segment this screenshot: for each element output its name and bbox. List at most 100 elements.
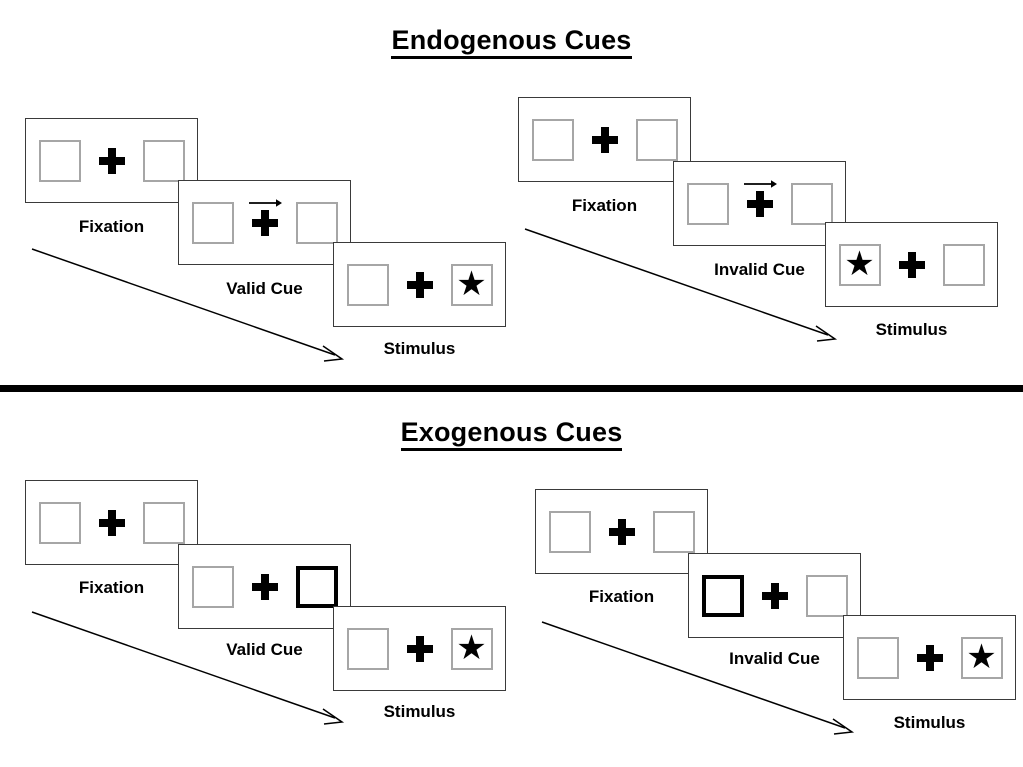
fixation-cross-icon bbox=[98, 509, 125, 536]
panel-content: ★ bbox=[346, 262, 493, 308]
panel-content bbox=[531, 117, 678, 163]
fixation-cross-icon bbox=[98, 147, 125, 174]
section-endogenous: Endogenous Cues Fixation bbox=[0, 25, 1023, 362]
section-title-exogenous: Exogenous Cues bbox=[0, 417, 1023, 451]
right-box bbox=[790, 182, 833, 225]
fixation-cross-icon bbox=[746, 190, 773, 217]
fixation-wrap bbox=[758, 573, 792, 619]
fixation-wrap bbox=[248, 198, 282, 246]
panel-fixation[interactable] bbox=[518, 97, 691, 182]
fixation-wrap bbox=[95, 500, 129, 546]
panel-content bbox=[38, 138, 185, 184]
arrow-right-cue-icon bbox=[743, 179, 777, 188]
section-title-exogenous-text: Exogenous Cues bbox=[400, 417, 623, 451]
section-title-endogenous: Endogenous Cues bbox=[0, 25, 1023, 59]
panel-label-fixation: Fixation bbox=[78, 217, 145, 236]
left-box bbox=[191, 565, 234, 608]
panel-label-invalid-cue: Invalid Cue bbox=[714, 260, 805, 279]
fixation-cross-icon bbox=[251, 573, 278, 600]
panel-content: ★ bbox=[856, 635, 1003, 681]
left-box-highlighted bbox=[701, 574, 744, 617]
right-box: ★ bbox=[450, 627, 493, 670]
fixation-wrap bbox=[248, 564, 282, 610]
panel-fixation[interactable] bbox=[535, 489, 708, 574]
right-box: ★ bbox=[960, 636, 1003, 679]
right-box bbox=[805, 574, 848, 617]
panel-content: ★ bbox=[346, 626, 493, 672]
panel-label-stimulus: Stimulus bbox=[383, 702, 456, 721]
right-box-highlighted bbox=[295, 565, 338, 608]
right-box: ★ bbox=[450, 263, 493, 306]
fixation-wrap bbox=[895, 242, 929, 288]
panel-content bbox=[686, 179, 833, 227]
panel-stimulus[interactable]: ★ bbox=[333, 606, 506, 691]
fixation-cross-icon bbox=[916, 644, 943, 671]
left-box bbox=[686, 182, 729, 225]
fixation-cross-icon bbox=[406, 271, 433, 298]
right-box bbox=[942, 243, 985, 286]
right-box bbox=[635, 118, 678, 161]
left-box bbox=[346, 627, 389, 670]
star-icon: ★ bbox=[456, 628, 487, 667]
panel-invalid-cue[interactable] bbox=[673, 161, 846, 246]
fixation-wrap bbox=[95, 138, 129, 184]
panel-content bbox=[701, 573, 848, 619]
panel-valid-cue[interactable] bbox=[178, 180, 351, 265]
fixation-wrap bbox=[743, 179, 777, 227]
time-flow-arrow bbox=[524, 228, 838, 342]
panel-stimulus[interactable]: ★ bbox=[333, 242, 506, 327]
fixation-wrap bbox=[588, 117, 622, 163]
time-flow-arrow bbox=[31, 248, 345, 362]
left-box bbox=[531, 118, 574, 161]
section-title-endogenous-text: Endogenous Cues bbox=[391, 25, 632, 59]
panel-content: ★ bbox=[838, 242, 985, 288]
time-flow-arrow bbox=[541, 621, 855, 735]
panel-content bbox=[548, 509, 695, 555]
left-box bbox=[548, 510, 591, 553]
panel-fixation[interactable] bbox=[25, 480, 198, 565]
panel-label-valid-cue: Valid Cue bbox=[226, 279, 303, 298]
panel-valid-cue[interactable] bbox=[178, 544, 351, 629]
fixation-cross-icon bbox=[761, 582, 788, 609]
right-box bbox=[142, 501, 185, 544]
panel-invalid-cue[interactable] bbox=[688, 553, 861, 638]
panel-stimulus[interactable]: ★ bbox=[825, 222, 998, 307]
star-icon: ★ bbox=[456, 264, 487, 303]
panel-label-stimulus: Stimulus bbox=[875, 320, 948, 339]
time-flow-arrow bbox=[31, 611, 345, 725]
fixation-wrap bbox=[403, 262, 437, 308]
panel-content bbox=[191, 198, 338, 246]
fixation-wrap bbox=[913, 635, 947, 681]
arrow-right-cue-icon bbox=[248, 198, 282, 207]
fixation-wrap bbox=[605, 509, 639, 555]
fixation-cross-icon bbox=[608, 518, 635, 545]
fixation-cross-icon bbox=[251, 209, 278, 236]
panel-fixation[interactable] bbox=[25, 118, 198, 203]
panel-label-stimulus: Stimulus bbox=[893, 713, 966, 732]
panel-label-fixation: Fixation bbox=[588, 587, 655, 606]
section-exogenous: Exogenous Cues Fixation Valid Cue bbox=[0, 392, 1023, 767]
panel-label-fixation: Fixation bbox=[78, 578, 145, 597]
left-box bbox=[38, 139, 81, 182]
right-box bbox=[295, 201, 338, 244]
panel-label-stimulus: Stimulus bbox=[383, 339, 456, 358]
right-box bbox=[652, 510, 695, 553]
panel-label-valid-cue: Valid Cue bbox=[226, 640, 303, 659]
panel-content bbox=[191, 564, 338, 610]
panel-content bbox=[38, 500, 185, 546]
left-box bbox=[346, 263, 389, 306]
fixation-cross-icon bbox=[898, 251, 925, 278]
star-icon: ★ bbox=[966, 637, 997, 676]
left-box bbox=[856, 636, 899, 679]
panel-label-invalid-cue: Invalid Cue bbox=[729, 649, 820, 668]
fixation-cross-icon bbox=[406, 635, 433, 662]
fixation-cross-icon bbox=[591, 126, 618, 153]
fixation-wrap bbox=[403, 626, 437, 672]
left-box: ★ bbox=[838, 243, 881, 286]
section-divider bbox=[0, 385, 1023, 392]
panel-stimulus[interactable]: ★ bbox=[843, 615, 1016, 700]
left-box bbox=[38, 501, 81, 544]
panel-label-fixation: Fixation bbox=[571, 196, 638, 215]
left-box bbox=[191, 201, 234, 244]
